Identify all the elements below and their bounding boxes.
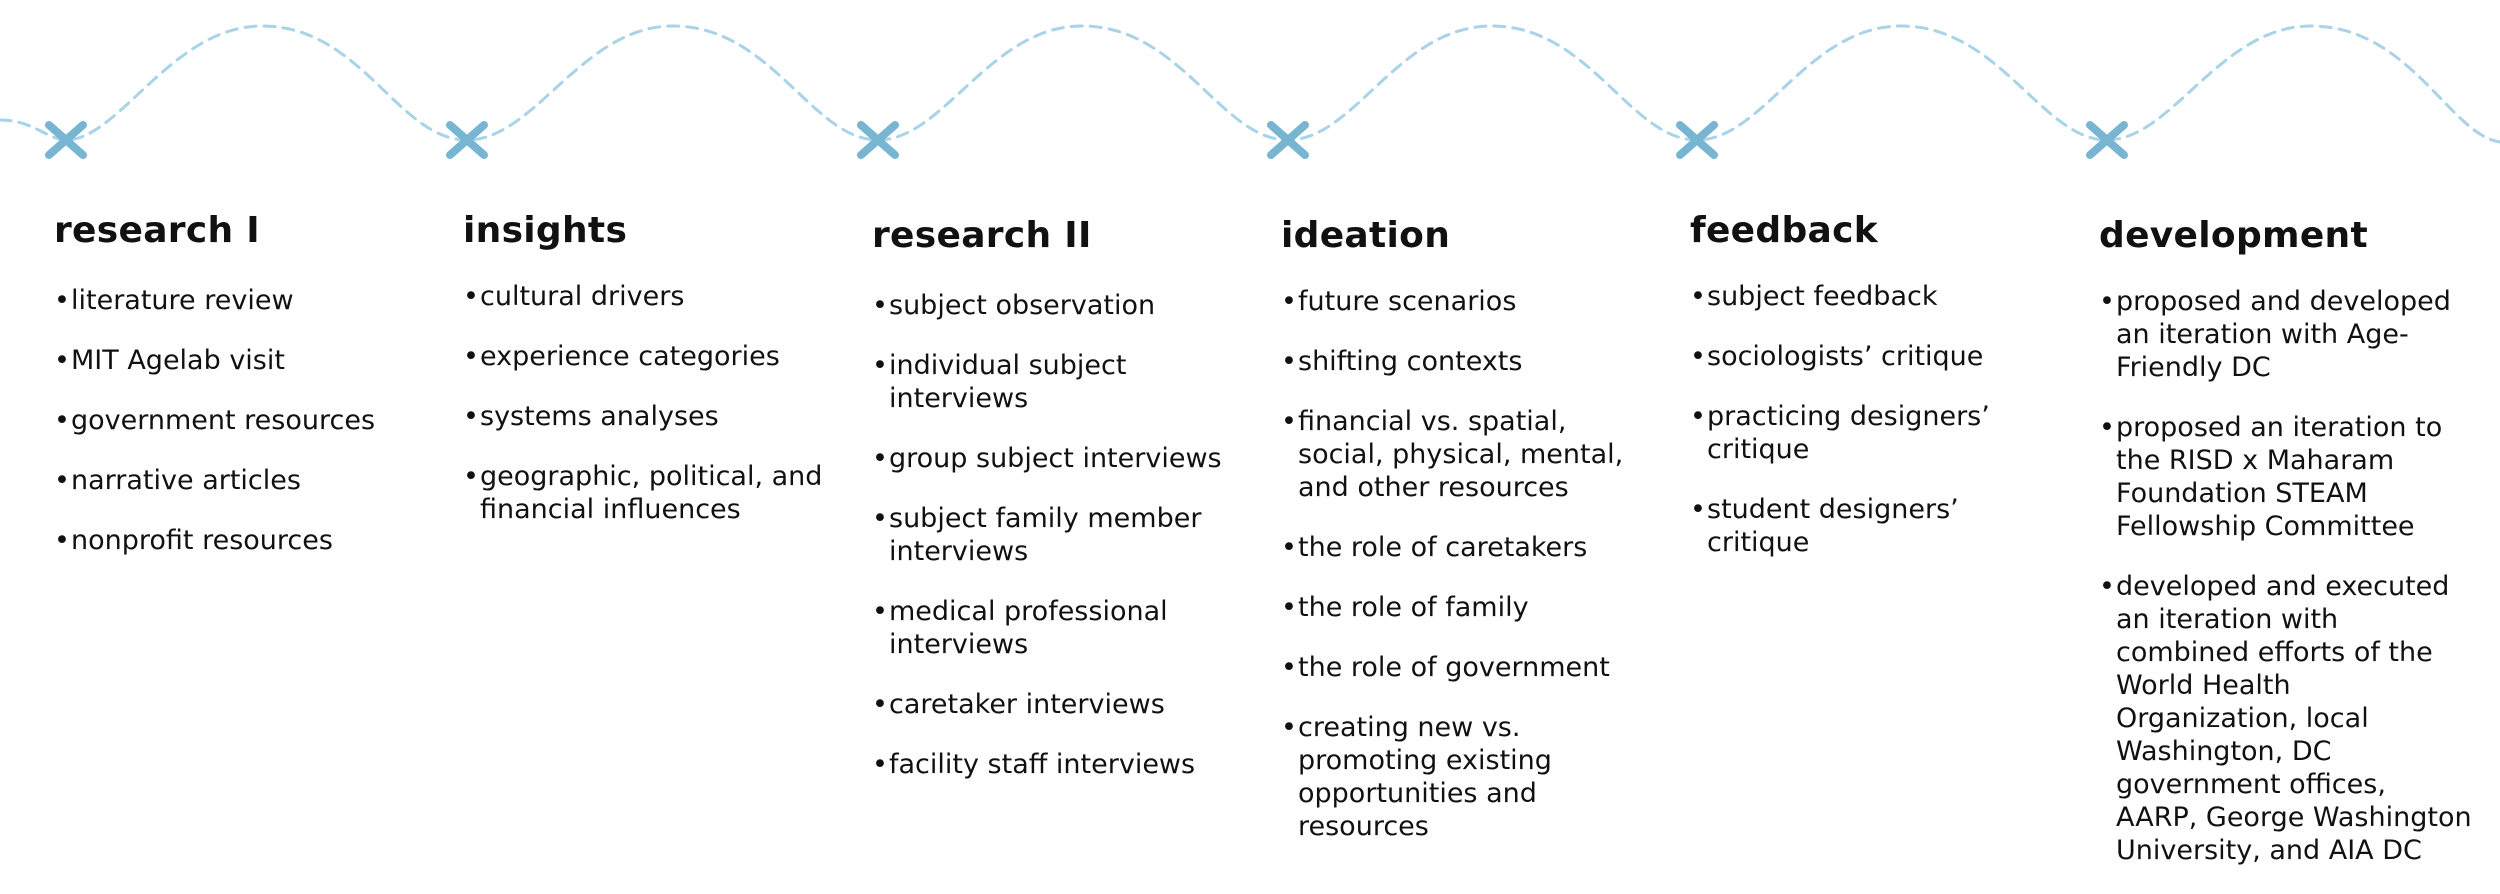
stage-list: proposed and developed an iteration with… [2099,285,2474,867]
list-item: student designers’ critique [1690,493,2065,559]
stage-feedback: feedback subject feedback sociologists’ … [1690,206,2065,586]
list-item: creating new vs. promoting existing oppo… [1281,711,1656,843]
stage-marker-icon [1267,121,1309,159]
stage-title: ideation [1281,215,1451,256]
list-item: government resources [54,404,429,437]
stage-marker-icon [857,121,899,159]
list-item: the role of family [1281,591,1656,624]
list-item: the role of government [1281,651,1656,684]
list-item: cultural drivers [463,280,838,313]
list-item: subject feedback [1690,280,2065,313]
list-item: financial vs. spatial, social, physical,… [1281,405,1656,504]
stage-research-ii: research II subject observation individu… [872,211,1247,808]
stage-title: feedback [1690,210,1879,251]
list-item: narrative articles [54,464,429,497]
stage-insights: insights cultural drivers experience cat… [463,206,838,553]
stage-development: development proposed and developed an it… [2099,211,2474,894]
stage-title: research II [872,215,1092,256]
list-item: subject observation [872,289,1247,322]
list-item: medical professional interviews [872,595,1247,661]
list-item: future scenarios [1281,285,1656,318]
list-item: subject family member interviews [872,502,1247,568]
stage-ideation: ideation future scenarios shifting conte… [1281,211,1656,870]
timeline-dashed-path [0,24,2500,144]
list-item: experience categories [463,340,838,373]
stage-title: research I [54,210,260,251]
list-item: shifting contexts [1281,345,1656,378]
stage-list: cultural drivers experience categories s… [463,280,838,526]
list-item: literature review [54,284,429,317]
list-item: caretaker interviews [872,688,1247,721]
stage-title: insights [463,210,628,251]
stage-marker-icon [1676,121,1718,159]
stage-list: subject feedback sociologists’ critique … [1690,280,2065,559]
stage-marker-icon [2086,121,2128,159]
stage-list: subject observation individual subject i… [872,289,1247,781]
list-item: practicing designers’ critique [1690,400,2065,466]
list-item: facility staff interviews [872,748,1247,781]
stage-marker-icon [446,121,488,159]
list-item: developed and executed an iteration with… [2099,570,2474,867]
list-item: geographic, political, and financial inf… [463,460,838,526]
stage-list: literature review MIT Agelab visit gover… [54,284,429,557]
list-item: individual subject interviews [872,349,1247,415]
list-item: group subject interviews [872,442,1247,475]
stage-list: future scenarios shifting contexts finan… [1281,285,1656,843]
stage-marker-icon [45,121,87,159]
list-item: sociologists’ critique [1690,340,2065,373]
list-item: proposed an iteration to the RISD x Maha… [2099,411,2474,543]
list-item: MIT Agelab visit [54,344,429,377]
list-item: nonprofit resources [54,524,429,557]
list-item: proposed and developed an iteration with… [2099,285,2474,384]
timeline-wave [0,24,2500,159]
list-item: the role of caretakers [1281,531,1656,564]
list-item: systems analyses [463,400,838,433]
stage-title: development [2099,215,2368,256]
stage-research-i: research I literature review MIT Agelab … [54,206,429,584]
